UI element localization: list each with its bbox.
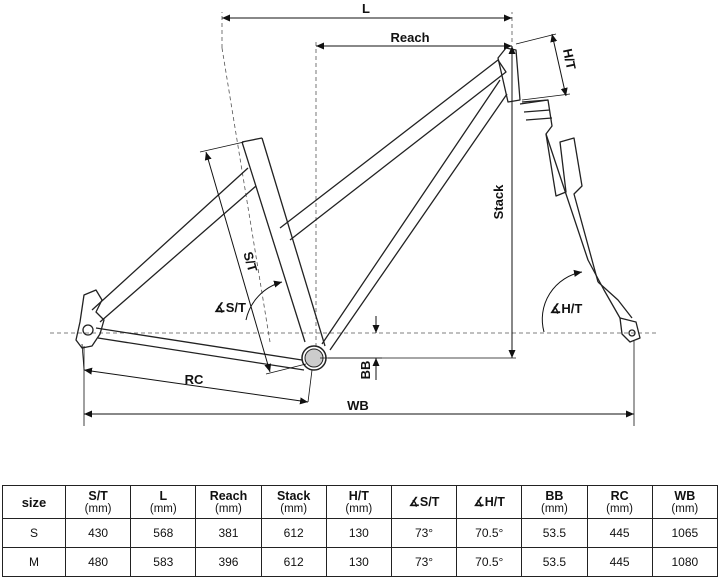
label-head-tube: H/T: [560, 47, 579, 71]
table-cell: 480: [64, 547, 132, 577]
header-col: H/T(mm): [325, 485, 392, 519]
table-cell: 396: [195, 547, 262, 577]
header-col: RC(mm): [586, 485, 653, 519]
label-wb: WB: [347, 398, 369, 413]
table-cell: 583: [130, 547, 197, 577]
table-cell: 130: [325, 547, 392, 577]
table-cell: 73°: [390, 518, 458, 548]
table-cell: 612: [260, 518, 327, 548]
table-cell: 568: [130, 518, 197, 548]
dimension-lines: [81, 14, 635, 426]
label-L: L: [362, 1, 370, 16]
header-col: ∡S/T: [390, 485, 458, 519]
label-seat-angle: ∡S/T: [214, 300, 246, 315]
header-col: Reach(mm): [195, 485, 262, 519]
table-cell: 53.5: [521, 547, 588, 577]
header-col: S/T(mm): [64, 485, 132, 519]
row-size: M: [2, 547, 66, 577]
table-cell: 73°: [390, 547, 458, 577]
table-row: M 480 583 396 612 130 73° 70.5° 53.5 445…: [2, 547, 719, 577]
label-stack: Stack: [491, 184, 506, 219]
geometry-table: size S/T(mm) L(mm) Reach(mm) Stack(mm) H…: [2, 485, 719, 577]
header-col: WB(mm): [651, 485, 719, 519]
header-col: BB(mm): [521, 485, 588, 519]
label-seat-tube: S/T: [240, 250, 260, 274]
table-cell: 53.5: [521, 518, 588, 548]
header-col: ∡H/T: [456, 485, 523, 519]
table-cell: 130: [325, 518, 392, 548]
header-col: L(mm): [130, 485, 197, 519]
header-size: size: [2, 485, 66, 519]
table-cell: 70.5°: [456, 518, 523, 548]
table-cell: 381: [195, 518, 262, 548]
header-col: Stack(mm): [260, 485, 327, 519]
frame-geometry-diagram: L Reach H/T Stack S/T ∡S/T ∡H/T BB RC WB: [50, 1, 658, 426]
table-cell: 430: [64, 518, 132, 548]
label-rc: RC: [185, 372, 204, 387]
table-cell: 445: [586, 547, 653, 577]
label-bb: BB: [358, 361, 373, 380]
label-head-angle: ∡H/T: [550, 301, 583, 316]
row-size: S: [2, 518, 66, 548]
table-row: S 430 568 381 612 130 73° 70.5° 53.5 445…: [2, 518, 719, 548]
table-cell: 445: [586, 518, 653, 548]
table-cell: 1080: [651, 547, 719, 577]
table-header-row: size S/T(mm) L(mm) Reach(mm) Stack(mm) H…: [2, 485, 719, 519]
table-cell: 70.5°: [456, 547, 523, 577]
table-cell: 612: [260, 547, 327, 577]
table-cell: 1065: [651, 518, 719, 548]
bicycle-frame: [75, 47, 641, 371]
label-reach: Reach: [390, 30, 429, 45]
